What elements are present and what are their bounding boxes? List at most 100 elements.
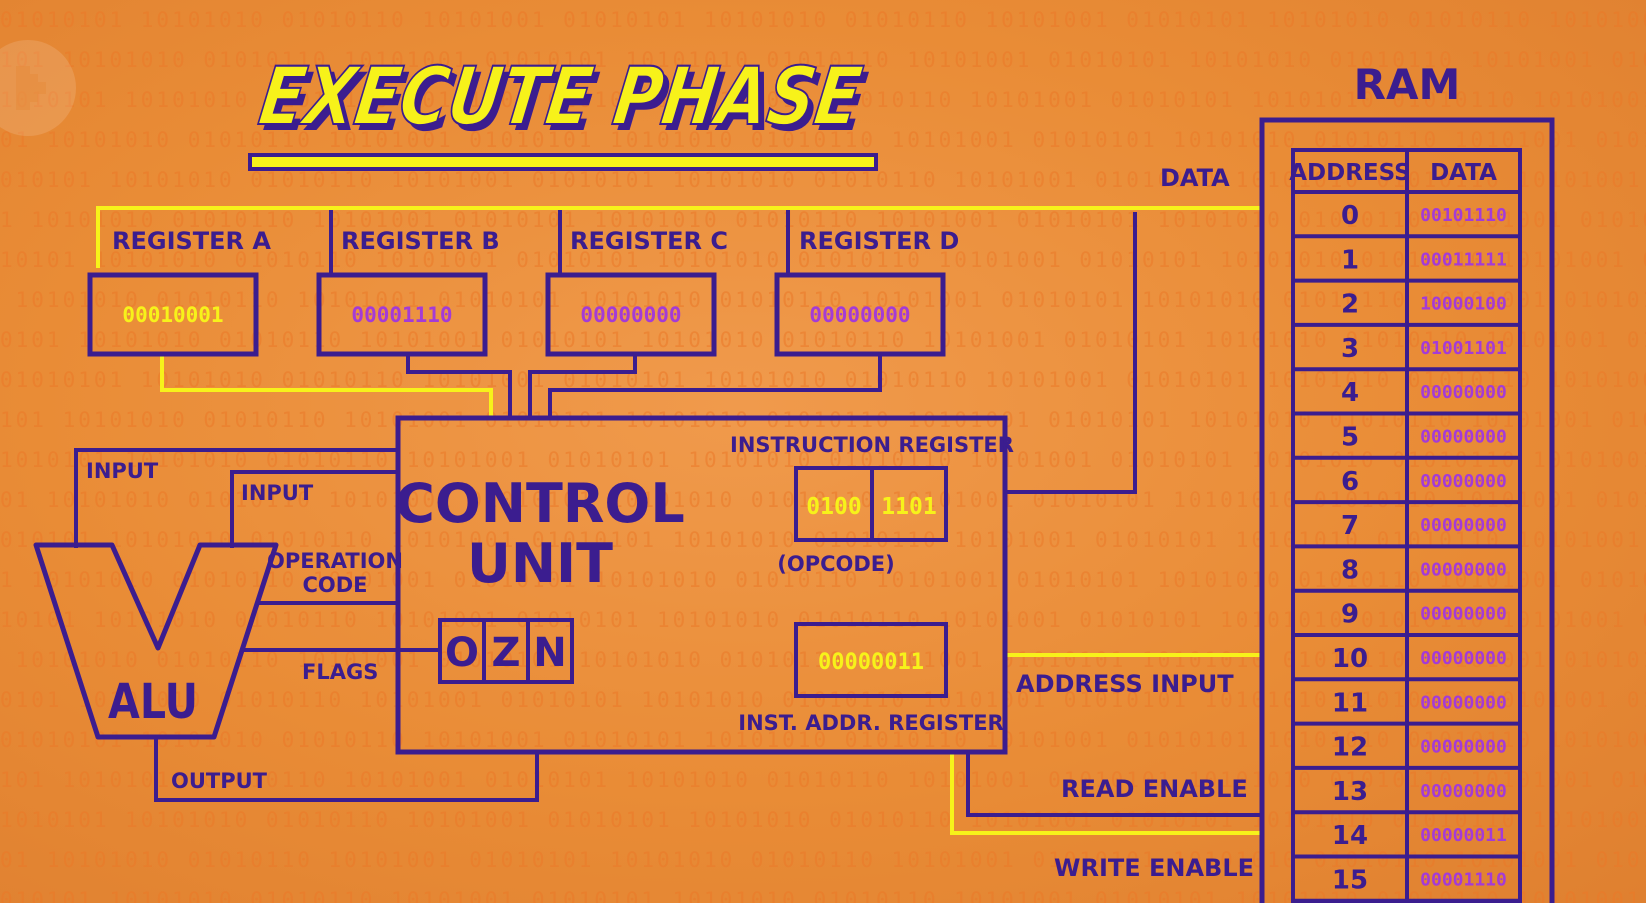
inst-addr-value: 00000011 — [818, 650, 924, 675]
alu-input-a-label: INPUT — [86, 459, 159, 483]
alu-shape — [33, 542, 279, 740]
ram-address: 4 — [1341, 378, 1359, 408]
ram-data: 00101110 — [1420, 205, 1507, 226]
ram-row: 3 01001101 — [1293, 334, 1520, 372]
ram-data: 00000000 — [1420, 737, 1507, 758]
control-unit-box — [395, 415, 1008, 755]
data-to-control — [1005, 212, 1137, 494]
flag-n: N — [533, 630, 566, 676]
data-bus-label: DATA — [1160, 164, 1230, 192]
ram-address: 0 — [1341, 201, 1359, 231]
inst-addr-label: INST. ADDR. REGISTER — [738, 711, 1003, 735]
ram-address: 10 — [1332, 644, 1368, 674]
ram-row: 1 00011111 — [1293, 245, 1520, 283]
ram-address: 5 — [1341, 423, 1359, 453]
flag-z: Z — [491, 630, 520, 676]
ram-address: 1 — [1341, 245, 1359, 275]
register-box — [774, 272, 946, 357]
ram-address: 6 — [1341, 467, 1359, 497]
register-label: REGISTER D — [799, 227, 959, 255]
page-title-shadow: EXECUTE PHASE — [259, 55, 872, 149]
operand-value: 1101 — [881, 494, 936, 520]
data-bus-lines — [96, 206, 1262, 835]
register-a-to-control — [160, 354, 493, 418]
ram-outer-box — [1259, 117, 1555, 903]
ram-address: 7 — [1341, 511, 1359, 541]
ram-row: 8 00000000 — [1293, 555, 1520, 593]
register-box — [87, 272, 259, 357]
title-underline — [248, 153, 878, 171]
ram-row: 0 00101110 — [1293, 201, 1520, 239]
operation-code-label: OPERATION — [267, 549, 403, 573]
register-label: REGISTER C — [570, 227, 728, 255]
page-title: EXECUTE PHASE — [254, 49, 867, 143]
register-box — [316, 272, 488, 357]
instruction-register-label: INSTRUCTION REGISTER — [730, 433, 1014, 457]
ram-data: 01001101 — [1420, 338, 1507, 359]
register-c: REGISTER C 00000000 — [545, 227, 728, 357]
ram-data: 00000000 — [1420, 427, 1507, 448]
ram-row: 9 00000000 — [1293, 600, 1520, 637]
alu-label: ALU — [108, 674, 198, 730]
alu-input-b-label: INPUT — [241, 481, 314, 505]
ram-row: 4 00000000 — [1293, 378, 1520, 416]
title-group: EXECUTE PHASE EXECUTE PHASE — [248, 48, 878, 171]
ram-row: 15 00001110 — [1293, 866, 1520, 903]
ram-address: 9 — [1341, 600, 1359, 630]
control-unit-label-2: UNIT — [467, 532, 613, 595]
write-enable-label: WRITE ENABLE — [1054, 854, 1254, 882]
opcode-label: (OPCODE) — [777, 552, 894, 576]
reg-c-to-control — [528, 354, 637, 418]
address-input-label: ADDRESS INPUT — [1016, 670, 1234, 698]
ram-data: 00000000 — [1420, 604, 1507, 625]
ram-data: 00000000 — [1420, 692, 1507, 713]
ram-data: 00000000 — [1420, 648, 1507, 669]
purple-lines — [74, 210, 1262, 817]
ram-data: 00000000 — [1420, 515, 1507, 536]
write-enable-line — [950, 752, 1262, 835]
register-label: REGISTER A — [112, 227, 271, 255]
ram-address: 8 — [1341, 555, 1359, 585]
register-value: 00000000 — [580, 303, 681, 327]
ram-data: 00001110 — [1420, 870, 1507, 891]
ram-data: 00000000 — [1420, 382, 1507, 403]
ram-data: 00000000 — [1420, 471, 1507, 492]
flag-cell — [526, 618, 574, 684]
ram-address: 12 — [1332, 733, 1368, 763]
control-unit-label: CONTROL — [395, 472, 684, 535]
flag-o: O — [445, 630, 479, 676]
alu-input-b — [230, 470, 398, 548]
alu-output-label: OUTPUT — [171, 769, 268, 793]
ram-data: 10000100 — [1420, 294, 1507, 315]
register-a: REGISTER A 00010001 — [87, 227, 271, 357]
alu-input-a — [74, 448, 398, 548]
ram-data: 00011111 — [1420, 249, 1507, 270]
ram-row: 7 00000000 — [1293, 511, 1520, 549]
reg-d-to-control — [548, 354, 882, 418]
ram-header-address: ADDRESS — [1289, 160, 1411, 186]
ram-address: 3 — [1341, 334, 1359, 364]
ram-data: 00000000 — [1420, 559, 1507, 580]
data-bus-yellow — [96, 206, 1262, 268]
ram-data: 00000000 — [1420, 781, 1507, 802]
ram-data: 00000011 — [1420, 825, 1507, 846]
register-value: 00010001 — [122, 303, 223, 327]
alu: ALU INPUT INPUT OPERATION CODE FLAGS OUT… — [33, 459, 403, 793]
ram-address: 15 — [1332, 866, 1368, 896]
ram-address: 14 — [1332, 821, 1368, 851]
read-enable-label: READ ENABLE — [1061, 775, 1248, 803]
reg-b-to-control — [406, 354, 512, 418]
ram-row: 10 00000000 — [1293, 644, 1520, 682]
inst-addr-register-box — [794, 622, 948, 698]
